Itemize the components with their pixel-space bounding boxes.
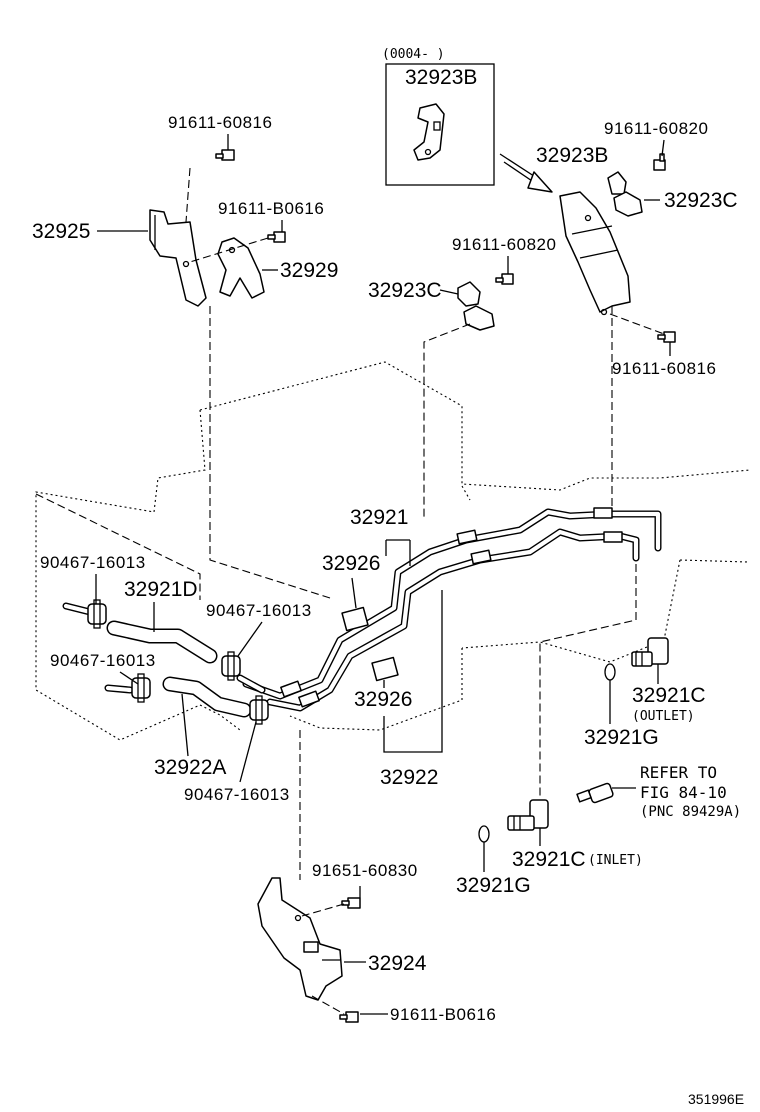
clamp-32923c-b — [607, 171, 643, 217]
label-32921: 32921 — [350, 506, 408, 529]
label-32921c-outlet: 32921C — [632, 684, 706, 707]
pipe-ferrules — [280, 507, 623, 708]
label-32929: 32929 — [280, 259, 338, 282]
refer-text-1: REFER TO — [640, 763, 717, 782]
clamp-90467-c — [131, 673, 151, 703]
bolt-icon — [653, 153, 666, 171]
bolt-icon — [495, 273, 514, 285]
label-91611-60816-a: 91611-60816 — [168, 113, 272, 132]
hose-32922a — [162, 676, 252, 718]
union-32921c-outlet — [631, 637, 669, 667]
label-32921g-b: 32921G — [456, 874, 531, 897]
oring-32921g-a — [604, 663, 616, 681]
label-32923c-a: 32923C — [368, 279, 442, 302]
label-32921d: 32921D — [124, 578, 198, 601]
body-outline — [35, 361, 751, 741]
sleeve-32926-b — [371, 656, 399, 682]
label-32925: 32925 — [32, 220, 90, 243]
bolt-icon — [657, 331, 676, 343]
oring-32921g-b — [478, 825, 490, 843]
clamp-90467-a — [87, 599, 107, 629]
bracket-32929 — [217, 237, 265, 299]
label-inlet: (INLET) — [588, 853, 643, 868]
inset-box — [385, 63, 495, 186]
label-91611-60820-b: 91611-60820 — [604, 119, 708, 138]
bolt-icon — [215, 149, 235, 161]
refer-text-2: FIG 84-10 — [640, 783, 727, 802]
sleeve-32926-a — [341, 606, 369, 632]
label-91611-60820-a: 91611-60820 — [452, 235, 556, 254]
clamp-32923c-a — [457, 281, 495, 331]
label-90467-c: 90467-16013 — [50, 651, 156, 670]
clamp-90467-d — [249, 695, 269, 725]
label-32924: 32924 — [368, 952, 427, 975]
hose-32921d — [106, 620, 218, 664]
bolt-icon — [267, 231, 286, 243]
label-outlet: (OUTLET) — [632, 709, 695, 724]
bracket-32923b — [559, 191, 631, 316]
diagram-id: 351996E — [688, 1091, 744, 1107]
inset-part-label: 32923B — [405, 66, 477, 89]
label-91651-60830: 91651-60830 — [312, 861, 418, 880]
bolt-icon — [339, 1011, 359, 1023]
sensor-icon — [576, 782, 636, 804]
refer-text-3: (PNC 89429A) — [640, 804, 741, 820]
label-32926-a: 32926 — [322, 552, 380, 575]
bolt-icon — [341, 897, 361, 909]
label-91611-b0616-b: 91611-B0616 — [390, 1005, 496, 1024]
bracket-32925 — [149, 209, 207, 307]
label-32922: 32922 — [380, 766, 438, 789]
clamp-90467-b — [221, 651, 241, 681]
label-32923c-b: 32923C — [664, 189, 738, 212]
label-32926-b: 32926 — [354, 688, 412, 711]
label-32921g-a: 32921G — [584, 726, 659, 749]
label-90467-d: 90467-16013 — [184, 785, 290, 804]
union-32921c-inlet — [507, 799, 549, 831]
label-91611-60816-b: 91611-60816 — [612, 359, 716, 378]
bracket-32924 — [257, 877, 343, 1001]
inset-arrow — [499, 153, 553, 193]
label-90467-b: 90467-16013 — [206, 601, 312, 620]
label-32921c-inlet: 32921C — [512, 848, 586, 871]
inset-range-label: (0004- ) — [382, 47, 445, 62]
label-90467-a: 90467-16013 — [40, 553, 146, 572]
label-32923b: 32923B — [536, 144, 608, 167]
label-91611-b0616-a: 91611-B0616 — [218, 199, 324, 218]
label-32922a: 32922A — [154, 756, 226, 779]
